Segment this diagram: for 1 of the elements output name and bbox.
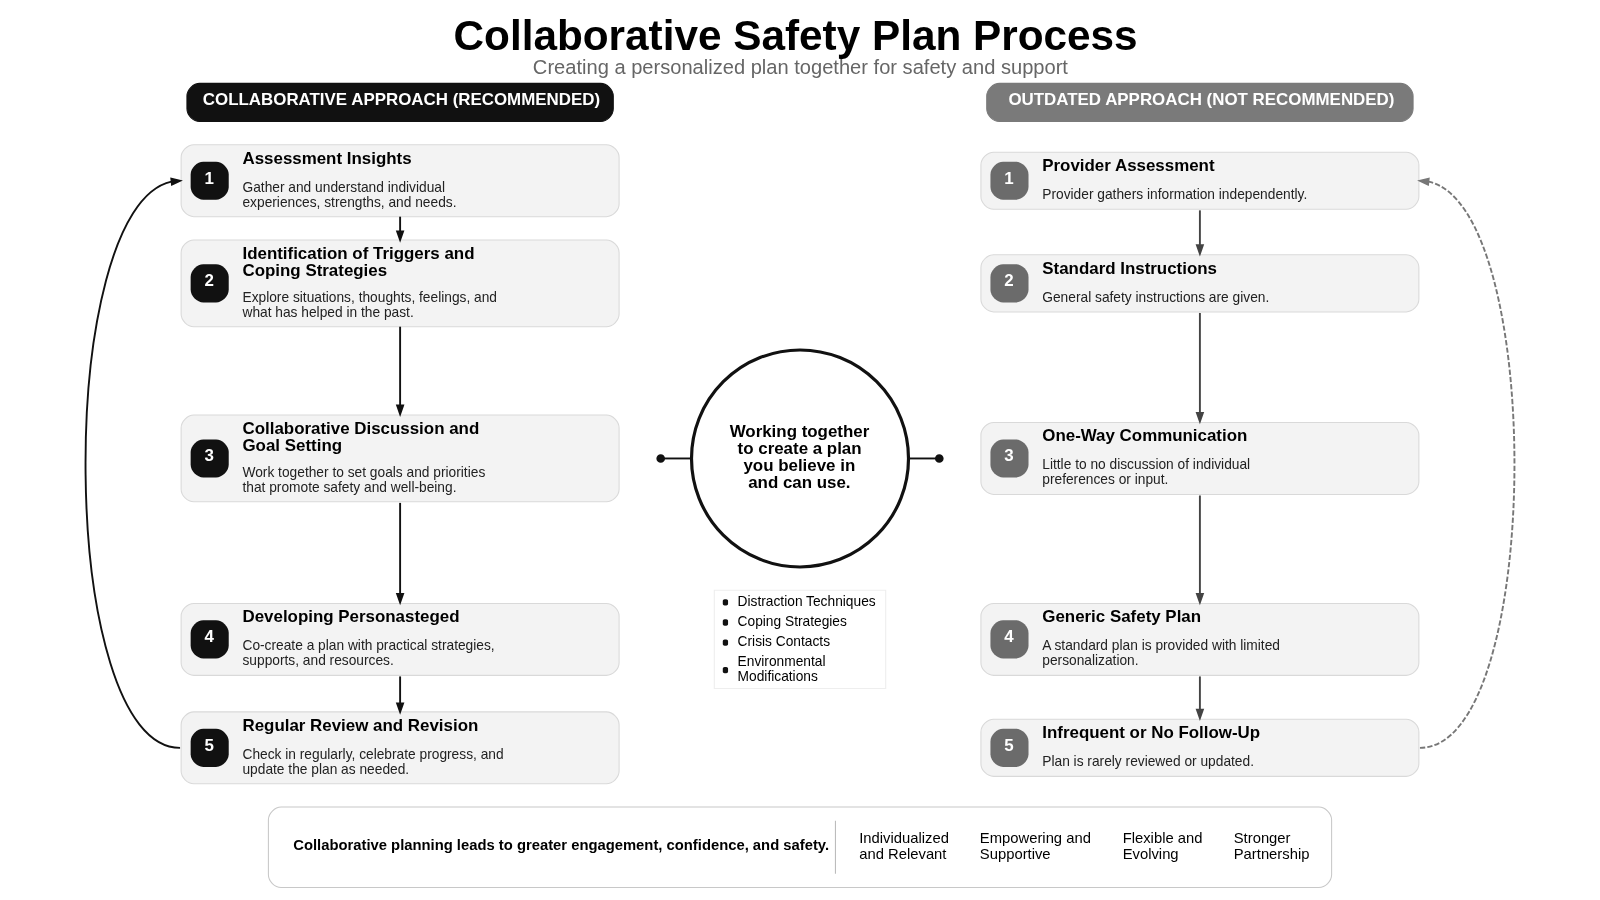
diagram-title: Collaborative Safety Plan Process [453, 11, 1138, 59]
